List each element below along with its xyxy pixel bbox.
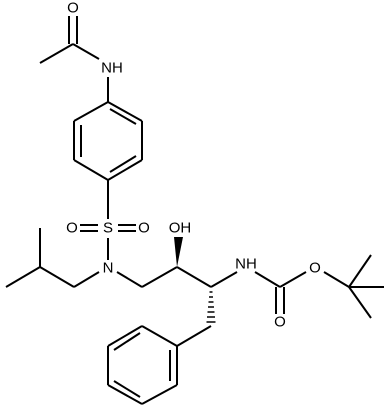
atom-label-carbonyl-o-acetyl: O <box>67 0 79 17</box>
bond-n-ch2 <box>73 271 100 288</box>
atom-label-sulfonyl-o-right: O <box>138 220 150 237</box>
bond-ch-ch3-left <box>5 266 41 288</box>
bond-chn-nh <box>210 271 238 288</box>
bond-carbonyl-nh <box>72 43 100 60</box>
ring1-inner-1 <box>109 108 137 125</box>
ring2-bond-6 <box>141 325 178 347</box>
atom-label-sulfonamide-n: N <box>103 260 114 277</box>
bond-carbonyl-oester <box>279 271 307 288</box>
ring1-bond-3 <box>107 159 143 181</box>
ring2-bond-5 <box>107 325 143 347</box>
ring2-bond-3 <box>107 384 143 405</box>
atom-label-carbamate-o-carbonyl: O <box>274 314 286 331</box>
hashed-wedge-benzyl <box>206 291 216 323</box>
bond-nh-carbonyl <box>254 271 281 288</box>
bond-oester-cq <box>323 271 350 288</box>
ring1-inner-2 <box>109 155 137 173</box>
bond-cq-me-down <box>348 286 372 319</box>
atom-label-sulfonyl-o-left: O <box>66 220 78 237</box>
ring2-bond-2 <box>141 384 178 405</box>
wedge-hydroxyl <box>174 237 183 267</box>
ring1-bond-1 <box>107 101 143 122</box>
atom-label-sulfonyl-s: S <box>103 220 113 237</box>
atom-label-carbamate-nh: NH <box>235 256 257 273</box>
ring2-inner-3 <box>113 332 141 351</box>
bond-choh-chn <box>176 266 212 288</box>
atom-label-carbamate-o-ester: O <box>309 260 321 277</box>
bond-ch2-phenyl <box>176 325 212 347</box>
bond-ch2-choh <box>141 266 178 288</box>
bond-methyl-carbonyl <box>39 43 74 64</box>
bond-ch2-ch <box>39 266 75 288</box>
ring1-bond-6 <box>73 101 109 122</box>
ring1-bond-4 <box>73 159 109 181</box>
ring2-inner-2 <box>113 380 141 398</box>
bond-n-ch2-backbone <box>116 271 143 288</box>
atom-label-acetamide-nh: NH <box>101 60 123 77</box>
atom-label-hydroxyl: OH <box>169 220 192 237</box>
bond-cq-me-up <box>348 254 372 288</box>
